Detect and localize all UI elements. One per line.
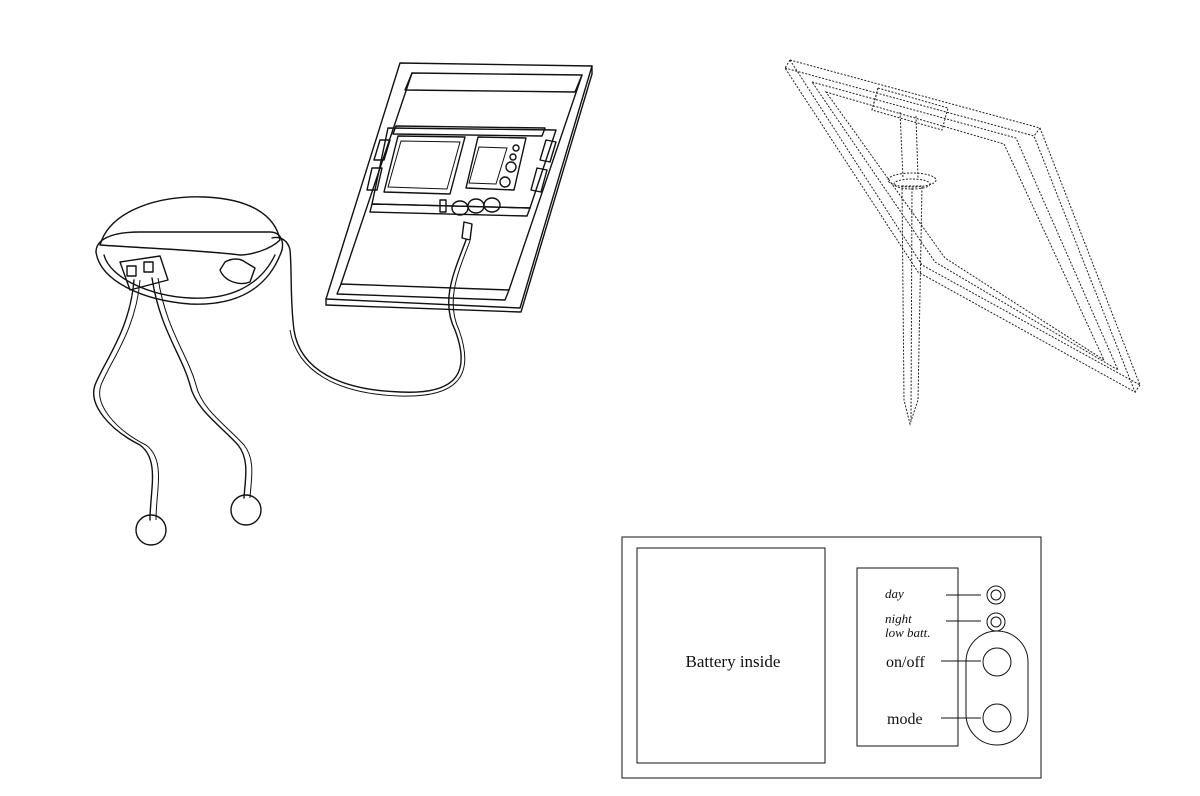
night-label: night	[885, 611, 912, 626]
day-label: day	[885, 586, 904, 601]
power-cable-illustration	[271, 221, 473, 397]
on-off-label: on/off	[886, 654, 925, 671]
on-off-button[interactable]	[982, 647, 1012, 677]
label-strip	[856, 567, 959, 747]
mode-button[interactable]	[982, 703, 1012, 733]
button-housing	[965, 630, 1029, 746]
control-panel-schematic: Battery inside day night low batt. on/of…	[621, 536, 1042, 779]
low-batt-label: low batt.	[885, 625, 931, 640]
battery-compartment	[636, 547, 826, 764]
solar-panel-frame	[325, 62, 593, 313]
mode-label: mode	[887, 711, 923, 728]
lamp-dome-illustration	[95, 196, 284, 305]
sensor-cables-illustration	[93, 277, 262, 546]
panel-stake-illustration	[783, 59, 1141, 426]
battery-label: Battery inside	[686, 652, 781, 671]
night-low-batt-indicator-led-icon	[986, 612, 1006, 632]
sensor-ball-left-icon	[135, 514, 167, 546]
sensor-ball-right-icon	[230, 494, 262, 526]
panel-outline	[621, 536, 1042, 779]
lamp-assembly-illustration	[93, 62, 593, 546]
day-indicator-led-icon	[986, 585, 1006, 605]
control-box-illustration	[366, 125, 557, 217]
